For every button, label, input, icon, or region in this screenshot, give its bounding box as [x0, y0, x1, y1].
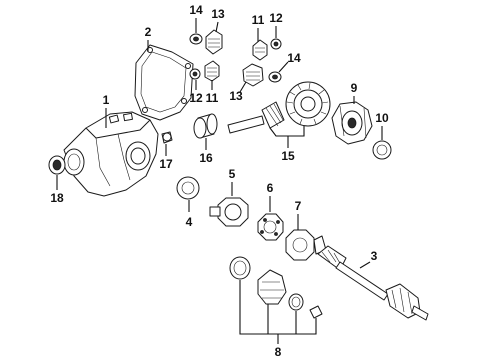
leader-lines — [56, 18, 383, 344]
part-14-washer-upper-left — [189, 33, 203, 45]
callout-1: 1 — [103, 93, 110, 107]
part-17-plug — [161, 131, 173, 144]
part-4-bearing-race — [176, 176, 200, 200]
part-14-washer-right — [268, 71, 282, 83]
part-12-washer-right — [270, 38, 282, 50]
part-18-seal — [48, 155, 66, 175]
leader-15-bracket — [269, 126, 305, 137]
part-3-axle-shaft — [317, 245, 429, 321]
callout-16: 16 — [199, 151, 213, 165]
part-11-side-gear-left — [204, 60, 220, 82]
callout-labels: 1 2 3 4 5 6 7 8 9 10 11 11 12 12 13 13 1… — [50, 3, 389, 359]
callout-12-left: 12 — [189, 91, 203, 105]
callout-9: 9 — [351, 81, 358, 95]
callout-13-lower: 13 — [229, 89, 243, 103]
part-2-differential-cover — [134, 44, 194, 121]
part-8-boot-kit — [229, 256, 323, 319]
part-16-bearing — [193, 113, 218, 139]
callout-11-left: 11 — [206, 91, 219, 105]
part-6-flange-disc — [257, 213, 284, 241]
callout-10: 10 — [375, 111, 389, 125]
part-11-side-gear-right — [252, 39, 268, 61]
callout-12-right: 12 — [269, 11, 283, 25]
callout-8: 8 — [275, 345, 282, 359]
callout-14-left: 14 — [189, 3, 203, 17]
part-13-pinion-gear-upper-left — [205, 29, 223, 55]
callout-14-right: 14 — [287, 51, 301, 65]
part-10-side-bearing — [372, 140, 392, 160]
part-1-axle-housing — [63, 111, 159, 197]
leader-3 — [359, 261, 371, 269]
part-12-washer-left — [189, 68, 201, 80]
leader-14-right — [278, 61, 289, 73]
leader-13-lower — [239, 81, 247, 93]
callout-17: 17 — [159, 157, 173, 171]
callout-6: 6 — [267, 181, 274, 195]
part-5-flange — [209, 197, 249, 227]
callout-11-right: 11 — [252, 13, 265, 27]
leader-13-upper — [215, 21, 219, 33]
part-13-pinion-gear-lower — [242, 63, 264, 87]
part-15-ring-and-pinion — [227, 81, 331, 134]
callout-3: 3 — [371, 249, 378, 263]
callout-4: 4 — [186, 215, 193, 229]
callout-15: 15 — [281, 149, 295, 163]
callout-7: 7 — [295, 199, 302, 213]
callout-13-upper: 13 — [211, 7, 225, 21]
part-9-differential-carrier — [331, 101, 373, 145]
callout-5: 5 — [229, 167, 236, 181]
callout-2: 2 — [145, 25, 152, 39]
callout-18: 18 — [50, 191, 64, 205]
